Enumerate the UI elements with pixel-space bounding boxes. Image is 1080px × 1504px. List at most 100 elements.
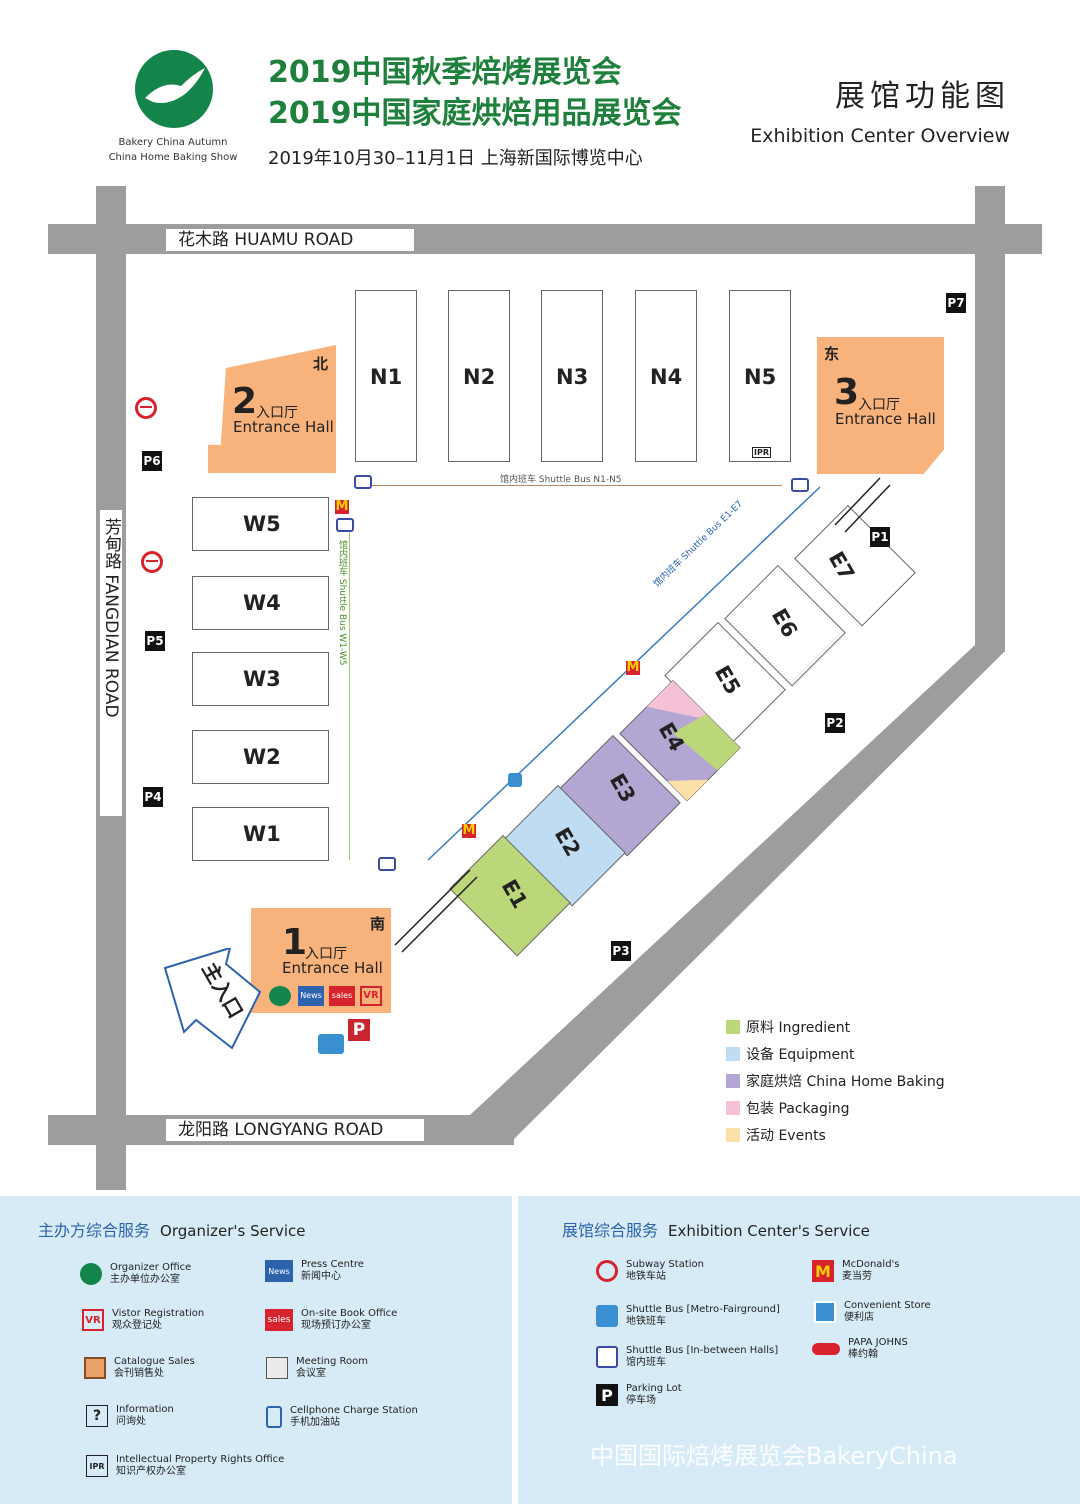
- entrance-1-en: Entrance Hall: [282, 959, 383, 977]
- entrance-3-cn: 入口厅: [858, 397, 900, 413]
- parking-p3[interactable]: P3: [611, 941, 631, 961]
- svc-label-cn: 便利店: [844, 1312, 874, 1323]
- hall-bus-icon: [354, 475, 372, 489]
- hall-w1[interactable]: W1: [192, 807, 329, 861]
- hall-label-n3: N3: [556, 365, 589, 389]
- hall-n1[interactable]: N1: [355, 290, 417, 462]
- entrance-3-number: 3: [834, 372, 860, 413]
- svc-label-cn: 手机加油站: [290, 1417, 340, 1428]
- entrance-hall-3[interactable]: [817, 337, 944, 474]
- phone-charge-icon: [266, 1406, 282, 1428]
- entrance-1-number: 1: [282, 922, 308, 963]
- ipr-icon: IPR: [752, 447, 771, 458]
- hall-n2[interactable]: N2: [448, 290, 510, 462]
- subway-icon[interactable]: [135, 397, 157, 419]
- svc-label-en: On-site Book Office: [301, 1308, 398, 1319]
- svc-label-cn: 现场预订办公室: [301, 1320, 371, 1331]
- hall-bus-icon: [596, 1346, 618, 1368]
- legend-label: 活动 Events: [746, 1128, 826, 1144]
- organizer-service-title-cn: 主办方综合服务: [38, 1221, 151, 1240]
- svc-label-cn: 知识产权办公室: [116, 1466, 186, 1477]
- road-label-longyang: 龙阳路 LONGYANG ROAD: [166, 1119, 424, 1141]
- svc-label-cn: 观众登记处: [112, 1320, 162, 1331]
- hall-bus-icon: [791, 478, 809, 492]
- entrance-2-cn: 入口厅: [256, 405, 298, 421]
- ipr-icon: IPR: [86, 1455, 108, 1477]
- logo-caption-1: Bakery China Autumn: [118, 137, 228, 148]
- hall-label-n5: N5: [744, 365, 777, 389]
- hall-n3[interactable]: N3: [541, 290, 603, 462]
- hall-label-w1: W1: [243, 822, 281, 846]
- parking-p7[interactable]: P7: [946, 293, 966, 313]
- svc-label-en: Intellectual Property Rights Office: [116, 1454, 285, 1465]
- main-entrance-arrow: [163, 948, 262, 1050]
- hall-e4: [619, 679, 741, 802]
- hall-e1: [449, 834, 571, 957]
- road-label-huamu: 花木路 HUAMU ROAD: [166, 229, 414, 251]
- map-title-cn: 展馆功能图: [835, 79, 1010, 114]
- hall-e6: [724, 564, 846, 687]
- hall-w2[interactable]: W2: [192, 730, 329, 784]
- parking-p1[interactable]: P1: [870, 527, 890, 547]
- diagonal-road: [470, 645, 1004, 1143]
- mcdonalds-icon: M: [462, 823, 476, 838]
- hall-label-w2: W2: [243, 745, 281, 769]
- hall-w3[interactable]: W3: [192, 652, 329, 706]
- svc-label-en: Parking Lot: [626, 1383, 682, 1394]
- shuttle-label-west: 馆内班车 Shuttle Bus W1-W5: [337, 540, 347, 666]
- vr-icon: VR: [360, 986, 382, 1006]
- organizer-service-title-en: Organizer's Service: [160, 1222, 306, 1240]
- hall-bus-icon: [378, 857, 396, 871]
- subway-icon[interactable]: [141, 551, 163, 573]
- hall-label-w3: W3: [243, 667, 281, 691]
- catalogue-icon: [84, 1357, 106, 1379]
- parking-p6[interactable]: P6: [142, 451, 162, 471]
- parking-p4[interactable]: P4: [143, 787, 163, 807]
- legend-packaging: 包装 Packaging: [726, 1099, 850, 1117]
- legend-events: 活动 Events: [726, 1126, 826, 1144]
- entrance-2-en: Entrance Hall: [233, 418, 334, 436]
- entrance-3-corridor: [844, 484, 891, 533]
- entrance-2-number: 2: [232, 381, 258, 422]
- svc-label-en: Press Centre: [301, 1259, 364, 1270]
- metro-bus-icon: [318, 1034, 344, 1054]
- hall-w5[interactable]: W5: [192, 497, 329, 551]
- entrance-1-direction: 南: [370, 915, 386, 933]
- parking-icon[interactable]: P: [348, 1019, 370, 1041]
- meeting-room-icon: [266, 1357, 288, 1379]
- svc-label-cn: 馆内班车: [626, 1357, 666, 1368]
- map-title-en: Exhibition Center Overview: [750, 125, 1010, 147]
- hall-n5[interactable]: N5 IPR: [729, 290, 791, 462]
- parking-p2[interactable]: P2: [825, 713, 845, 733]
- hall-bus-icon: [336, 518, 354, 532]
- shuttle-label-north: 馆内班车 Shuttle Bus N1-N5: [500, 475, 622, 485]
- svc-label-en: Organizer Office: [110, 1262, 192, 1273]
- svc-label-en: Subway Station: [626, 1259, 704, 1270]
- svc-label-en: Shuttle Bus [Metro-Fairground]: [626, 1304, 780, 1315]
- svc-label-cn: 问询处: [116, 1416, 146, 1427]
- svc-label-cn: 主办单位办公室: [110, 1274, 180, 1285]
- date-venue: 2019年10月30–11月1日 上海新国际博览中心: [268, 148, 643, 169]
- mcdonalds-icon: M: [335, 499, 349, 514]
- news-icon: News: [298, 986, 324, 1006]
- hall-w4[interactable]: W4: [192, 576, 329, 630]
- svc-label-cn: 停车场: [626, 1395, 656, 1406]
- legend-label: 包装 Packaging: [746, 1101, 850, 1117]
- legend-equipment: 设备 Equipment: [726, 1045, 854, 1063]
- east-halls-svg: [394, 477, 916, 957]
- hall-label-n1: N1: [370, 365, 403, 389]
- parking-p5[interactable]: P5: [145, 631, 165, 651]
- legend-label: 设备 Equipment: [746, 1047, 855, 1063]
- parking-icon: P: [596, 1384, 618, 1406]
- entrance-1-corridor: [401, 876, 478, 953]
- hall-n4[interactable]: N4: [635, 290, 697, 462]
